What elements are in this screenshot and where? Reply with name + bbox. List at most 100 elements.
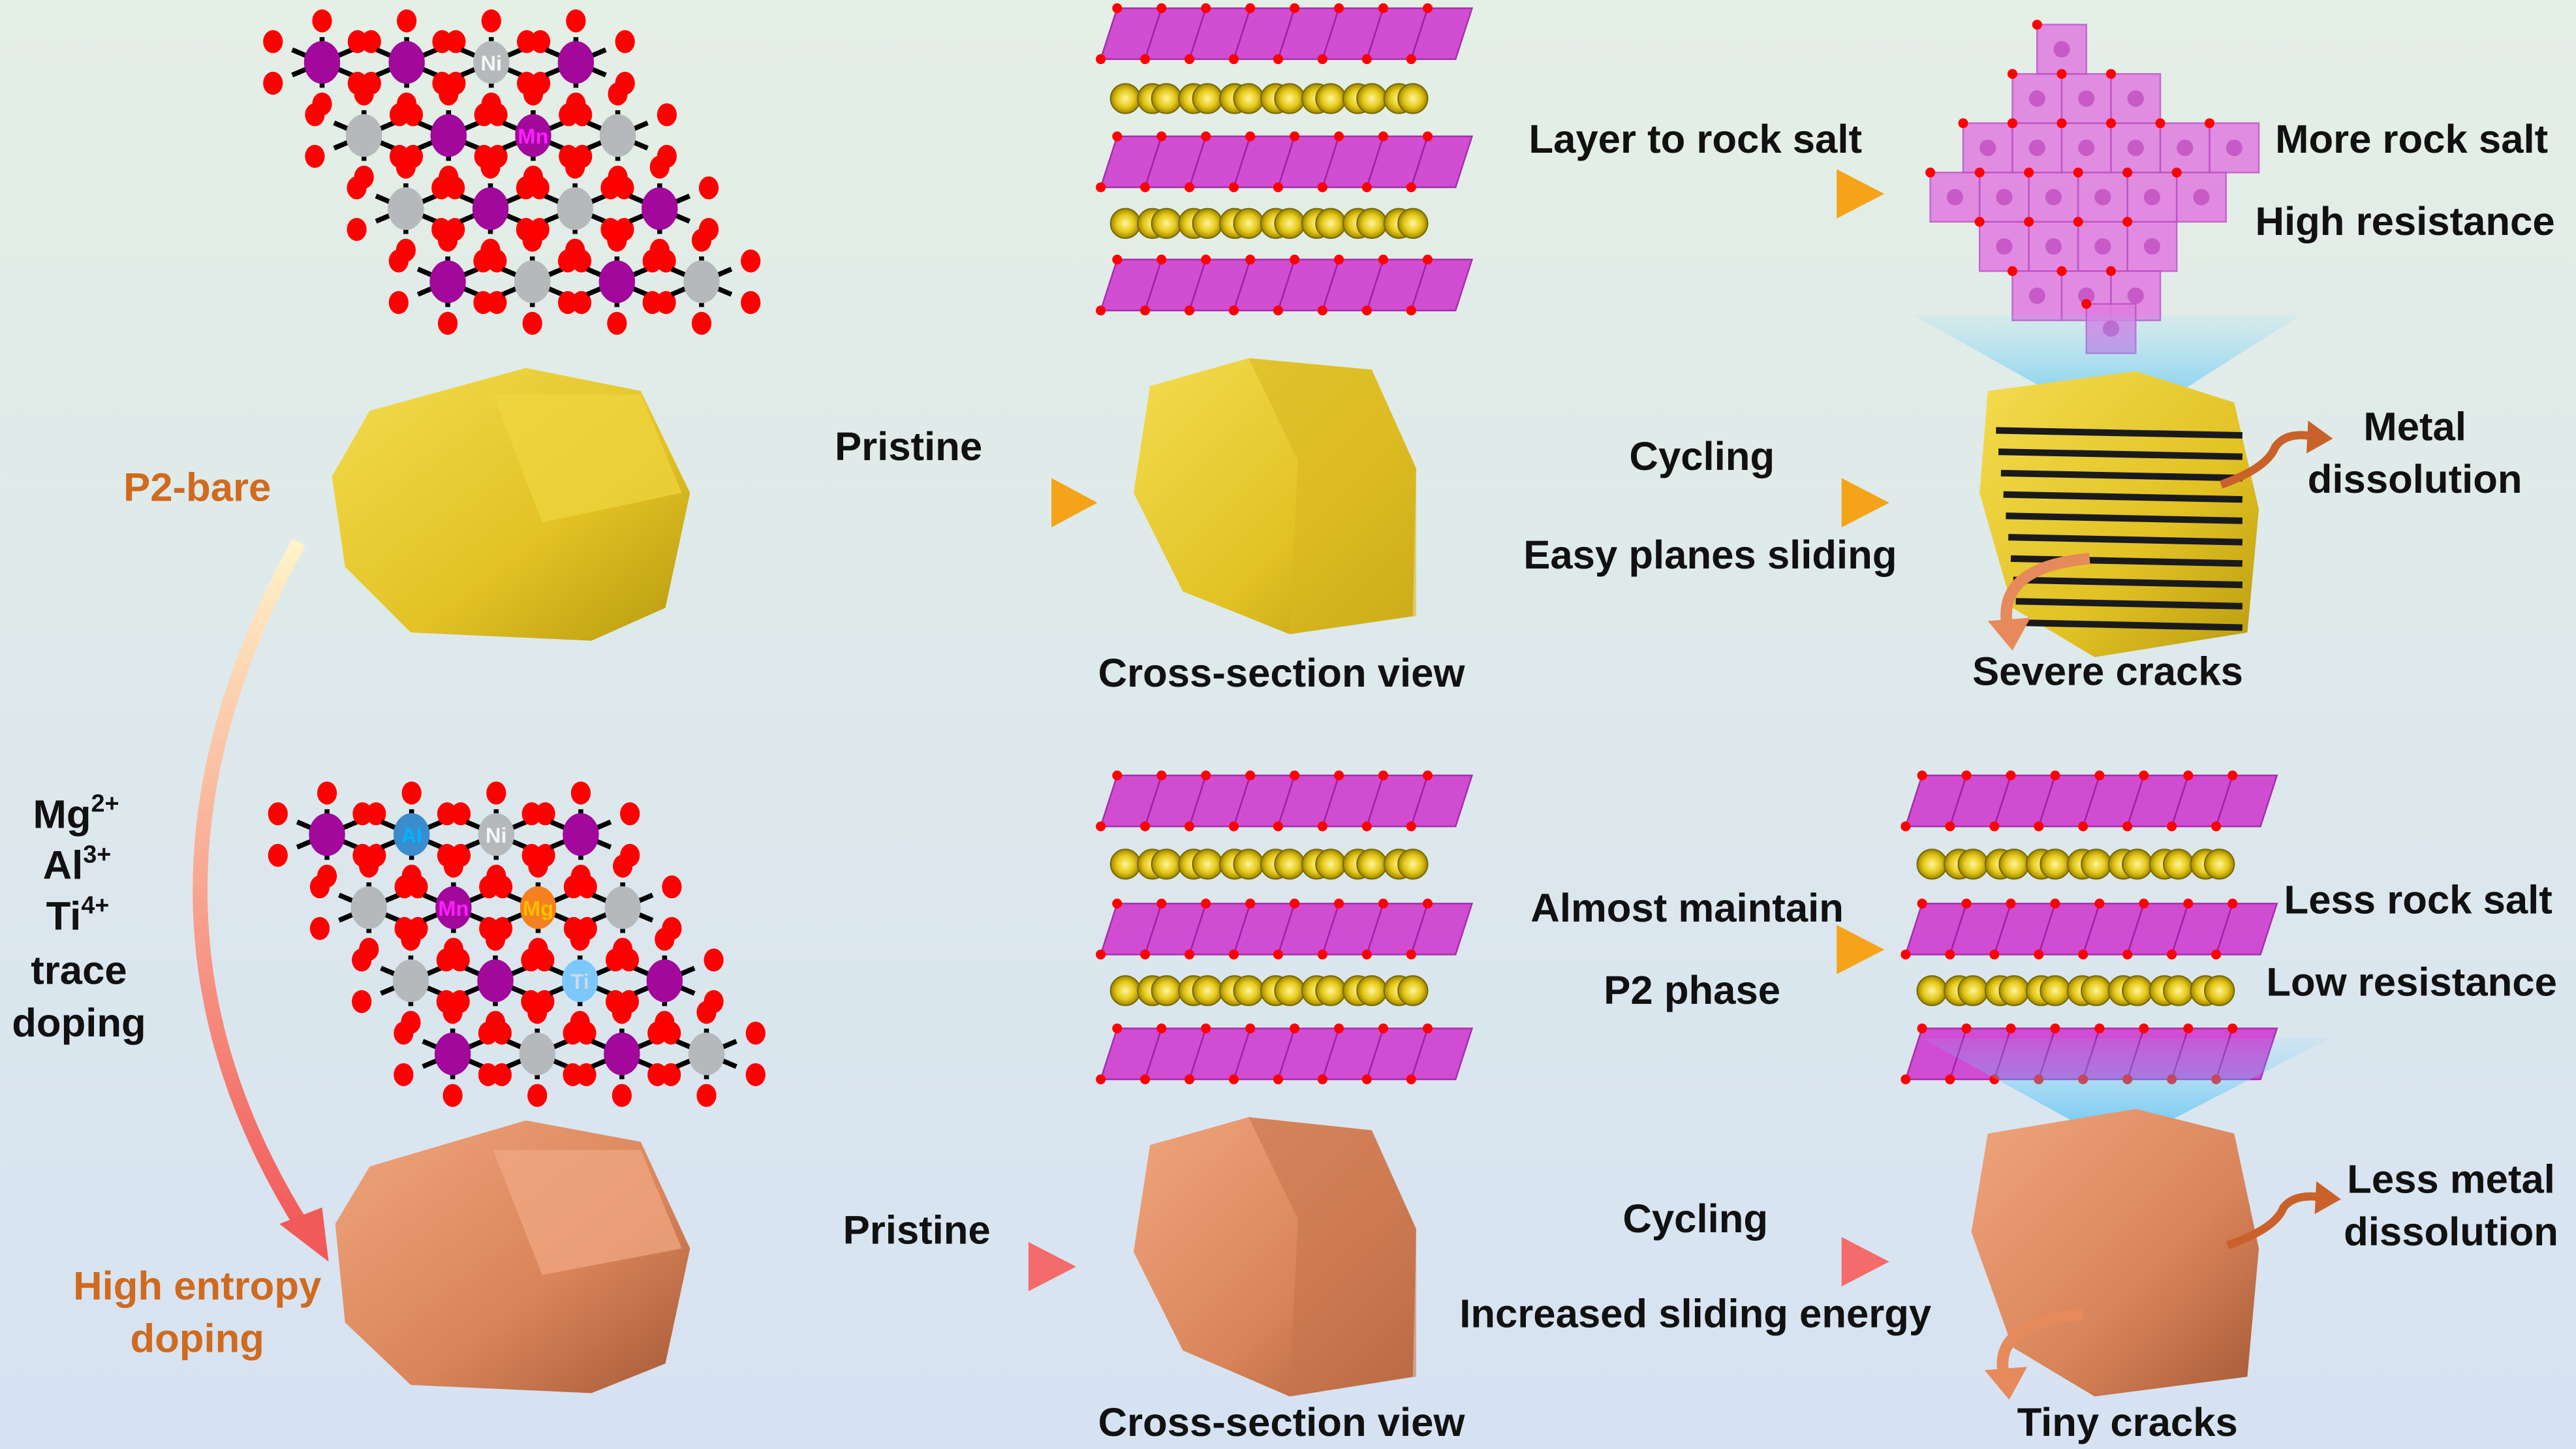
metal-atom bbox=[2143, 189, 2161, 206]
bond bbox=[380, 984, 397, 996]
bond bbox=[594, 984, 611, 996]
metal-atom bbox=[604, 886, 641, 929]
metal-atom bbox=[2045, 238, 2062, 255]
oxygen-atom bbox=[2056, 69, 2067, 79]
oxygen-atom bbox=[559, 103, 579, 127]
oxygen-atom bbox=[696, 1083, 717, 1107]
oxygen-atom bbox=[437, 802, 458, 826]
oxygen-atom bbox=[2032, 20, 2042, 30]
bond bbox=[291, 66, 309, 78]
oxygen-atom bbox=[527, 1001, 548, 1024]
bond bbox=[424, 965, 442, 977]
bond bbox=[335, 47, 353, 59]
bond bbox=[380, 819, 398, 831]
oxygen-atom bbox=[347, 176, 367, 200]
oxygen-atom bbox=[450, 802, 471, 826]
bond bbox=[595, 819, 612, 831]
charge-al: 3+ bbox=[83, 840, 111, 867]
metal-atom bbox=[2078, 90, 2095, 107]
label-metal: Metal bbox=[2363, 405, 2466, 450]
oxygen-atom bbox=[656, 290, 676, 315]
bond bbox=[551, 1038, 568, 1050]
oxygen-atom bbox=[388, 290, 409, 315]
oxygen-atom bbox=[263, 30, 283, 54]
oxygen-atom bbox=[647, 1063, 668, 1087]
bond bbox=[674, 193, 691, 205]
octahedral-layer bbox=[1096, 131, 1474, 193]
dopant-mg: Mg bbox=[33, 792, 91, 837]
bond bbox=[507, 911, 525, 923]
crack bbox=[1996, 427, 2242, 439]
crack bbox=[2006, 512, 2242, 524]
bond bbox=[636, 1038, 653, 1050]
oxygen-atom bbox=[704, 948, 724, 972]
oxygen-atom bbox=[1958, 118, 1968, 129]
bond bbox=[509, 965, 527, 977]
metal-atom bbox=[430, 114, 467, 157]
cross-section-face bbox=[1249, 1117, 1416, 1397]
bond bbox=[591, 1057, 608, 1069]
metal-atom bbox=[2127, 287, 2144, 304]
metal-atom bbox=[520, 886, 557, 929]
rock-salt-cluster bbox=[1925, 20, 2260, 354]
oxygen-atom bbox=[485, 927, 506, 951]
oxygen-atom bbox=[478, 1021, 499, 1045]
sodium-layer bbox=[1916, 975, 2235, 1006]
bond bbox=[589, 212, 606, 224]
label-high-entropy-doping: doping bbox=[130, 1316, 264, 1361]
bond bbox=[460, 66, 478, 78]
oxygen-atom bbox=[647, 1021, 668, 1045]
metal-atom bbox=[2078, 139, 2095, 157]
metal-atom bbox=[2078, 287, 2095, 304]
oxygen-atom bbox=[2105, 266, 2117, 276]
oxygen-atom bbox=[612, 1001, 632, 1024]
metal-atom bbox=[429, 260, 466, 304]
bond bbox=[670, 285, 688, 297]
crack bbox=[2010, 555, 2242, 567]
label-p2-phase: P2 phase bbox=[1604, 968, 1780, 1013]
oxygen-atom bbox=[563, 875, 583, 899]
label-cycling-top: Cycling bbox=[1629, 434, 1775, 479]
oxygen-atom bbox=[698, 176, 719, 200]
bond bbox=[589, 47, 607, 59]
label-dissolution: dissolution bbox=[2308, 457, 2522, 502]
bond bbox=[715, 266, 733, 278]
oxygen-atom bbox=[401, 781, 422, 805]
bond bbox=[416, 266, 434, 278]
metal-atom bbox=[683, 260, 720, 304]
bond bbox=[420, 47, 438, 59]
bond bbox=[420, 212, 437, 224]
oxygen-atom bbox=[557, 290, 578, 315]
bond bbox=[380, 838, 398, 850]
oxygen-atom bbox=[2024, 167, 2034, 178]
bond bbox=[375, 66, 393, 78]
bond bbox=[586, 285, 603, 297]
cross-section-face bbox=[1249, 358, 1416, 634]
oxygen-atom bbox=[347, 217, 367, 242]
oxygen-atom bbox=[691, 228, 712, 252]
svg-text:Al3+: Al3+ bbox=[43, 840, 112, 888]
label-tiny-cracks: Tiny cracks bbox=[2017, 1400, 2238, 1445]
metal-atom bbox=[2028, 287, 2045, 304]
metal-atom bbox=[392, 959, 429, 1003]
octahedral-layer bbox=[1096, 255, 1474, 316]
oxygen-atom bbox=[741, 249, 761, 273]
metal-atom bbox=[2053, 40, 2070, 58]
bond bbox=[464, 984, 482, 996]
metal-atom bbox=[599, 114, 636, 157]
bond bbox=[715, 285, 733, 297]
atom-label-mn: Mn bbox=[438, 896, 469, 920]
bond bbox=[544, 212, 561, 224]
metal-atom bbox=[388, 40, 425, 84]
bond bbox=[630, 266, 648, 278]
oxygen-atom bbox=[2155, 118, 2165, 129]
oxygen-atom bbox=[396, 155, 416, 179]
oxygen-atom bbox=[565, 155, 585, 179]
oxygen-atom bbox=[741, 290, 761, 315]
bond bbox=[465, 819, 482, 831]
metal-atom bbox=[642, 187, 678, 230]
oxygen-atom bbox=[613, 854, 633, 878]
bond bbox=[333, 139, 350, 151]
bond bbox=[380, 965, 397, 977]
